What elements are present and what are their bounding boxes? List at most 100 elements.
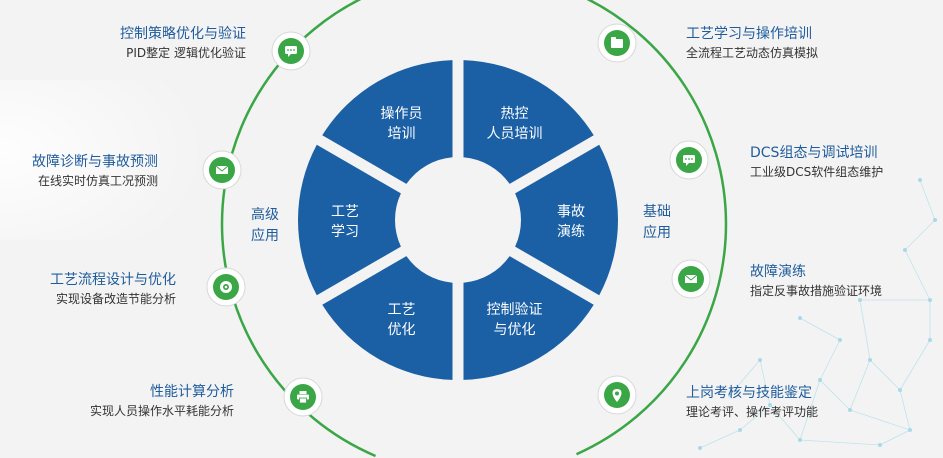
network-line (759, 359, 771, 406)
network-line (919, 179, 936, 221)
wheel-segment-label-line2: 优化 (388, 322, 416, 338)
right-feature-4: 上岗考核与技能鉴定 理论考评、操作考评功能 (686, 383, 943, 421)
left-feature-1: 控制策略优化与验证 PID整定 逻辑优化验证 (0, 24, 246, 62)
network-line (899, 389, 911, 431)
left-side-label-line1: 高级 (251, 206, 279, 223)
network-dot (858, 298, 862, 302)
ring-node (283, 377, 323, 417)
wheel-segment-label-line2: 演练 (557, 224, 585, 240)
network-dot (728, 393, 732, 397)
wheel-segment-label-line1: 操作员 (381, 106, 423, 122)
wheel-segment (322, 60, 453, 184)
feature-title: 工艺学习与操作培训 (686, 26, 812, 42)
network-dot (898, 388, 902, 392)
right-side-label-line1: 基础 (643, 203, 671, 220)
left-feature-2: 故障诊断与事故预测 在线实时仿真工况预测 (0, 152, 158, 190)
network-dot (838, 338, 842, 342)
network-line (769, 404, 801, 441)
target-icon (220, 281, 232, 293)
ring-node (206, 267, 246, 307)
feature-title: 工艺流程设计与优化 (50, 272, 176, 288)
feature-subtitle: 实现设备改造节能分析 (55, 292, 176, 306)
network-line (869, 359, 901, 391)
feature-subtitle: PID整定 逻辑优化验证 (126, 46, 246, 60)
feature-title: 性能计算分析 (150, 384, 234, 400)
folder-icon (611, 37, 623, 48)
network-line (849, 359, 871, 411)
wheel-segment (515, 144, 619, 296)
network-dot (758, 358, 762, 362)
wheel-segment-label-line1: 工艺 (388, 302, 416, 318)
network-line (819, 379, 851, 411)
ring-node (669, 140, 709, 180)
mail-icon (215, 165, 229, 174)
network-dot (878, 443, 882, 447)
right-feature-3: 故障演练 指定反事故措施验证环境 (750, 262, 943, 300)
outer-arc-right (575, 0, 728, 456)
wheel-segment-label-line1: 热控 (501, 106, 529, 122)
ring-node (597, 23, 637, 63)
left-feature-4: 性能计算分析 实现人员操作水平耗能分析 (0, 382, 234, 420)
wheel-segment (463, 256, 594, 380)
feature-title: 上岗考核与技能鉴定 (686, 385, 812, 401)
network-line (739, 404, 771, 431)
network-line (729, 359, 761, 396)
network-line (859, 299, 871, 361)
ring-node (597, 375, 637, 415)
feature-subtitle: 工业级DCS软件组态维护 (750, 165, 884, 179)
network-line (799, 439, 881, 446)
network-line (799, 379, 821, 441)
ring-node (202, 150, 242, 190)
network-dot (738, 428, 742, 432)
wheel-segment-label-line2: 培训 (388, 126, 416, 142)
wheel-segment (322, 256, 453, 380)
wheel-segment (298, 144, 401, 296)
right-side-label-line2: 应用 (643, 224, 671, 241)
feature-title: 故障演练 (750, 264, 806, 280)
network-line (899, 339, 931, 391)
network-dot (868, 358, 872, 362)
side-labels: 高级 应用 基础 应用 (251, 203, 671, 244)
network-line (699, 429, 741, 449)
left-feature-3: 工艺流程设计与优化 实现设备改造节能分析 (0, 270, 176, 308)
left-side-label-line2: 应用 (251, 227, 279, 244)
wheel-segment (463, 60, 594, 184)
printer-icon (297, 391, 309, 404)
feature-subtitle: 理论考评、操作考评功能 (686, 405, 819, 419)
network-line (819, 339, 841, 381)
wheel-segment-label-line1: 事故 (557, 204, 585, 220)
mail-icon (684, 274, 698, 283)
feature-subtitle: 实现人员操作水平耗能分析 (89, 404, 234, 418)
network-dot (798, 316, 802, 320)
network-dot (918, 178, 922, 182)
network-dot (848, 408, 852, 412)
chat-icon (285, 46, 297, 57)
network-dot (698, 446, 702, 450)
location-pin-icon (612, 389, 622, 402)
network-line (904, 219, 936, 251)
ring-nodes (202, 23, 711, 417)
wheel-segment-label-line2: 学习 (331, 224, 359, 240)
network-dot (928, 298, 932, 302)
network-dot (798, 438, 802, 442)
network-dot (908, 428, 912, 432)
feature-title: DCS组态与调试培训 (750, 145, 878, 161)
feature-subtitle: 在线实时仿真工况预测 (37, 174, 158, 188)
network-dot (933, 218, 937, 222)
ring-node (271, 31, 311, 71)
feature-title: 故障诊断与事故预测 (32, 154, 158, 170)
feature-subtitle: 指定反事故措施验证环境 (750, 284, 883, 298)
right-feature-2: DCS组态与调试培训 工业级DCS软件组态维护 (750, 143, 943, 181)
network-dot (768, 403, 772, 407)
network-line (849, 409, 911, 431)
ring-node (671, 259, 711, 299)
network-line (799, 317, 841, 341)
wheel-segment-label-line1: 工艺 (331, 204, 359, 220)
feature-subtitle: 全流程工艺动态仿真模拟 (686, 46, 819, 60)
chat-icon (683, 155, 695, 166)
wheel-segment-label-line2: 与优化 (494, 322, 536, 338)
network-line (879, 429, 911, 446)
wheel-segment-label-line2: 人员培训 (487, 126, 543, 142)
network-dot (928, 338, 932, 342)
